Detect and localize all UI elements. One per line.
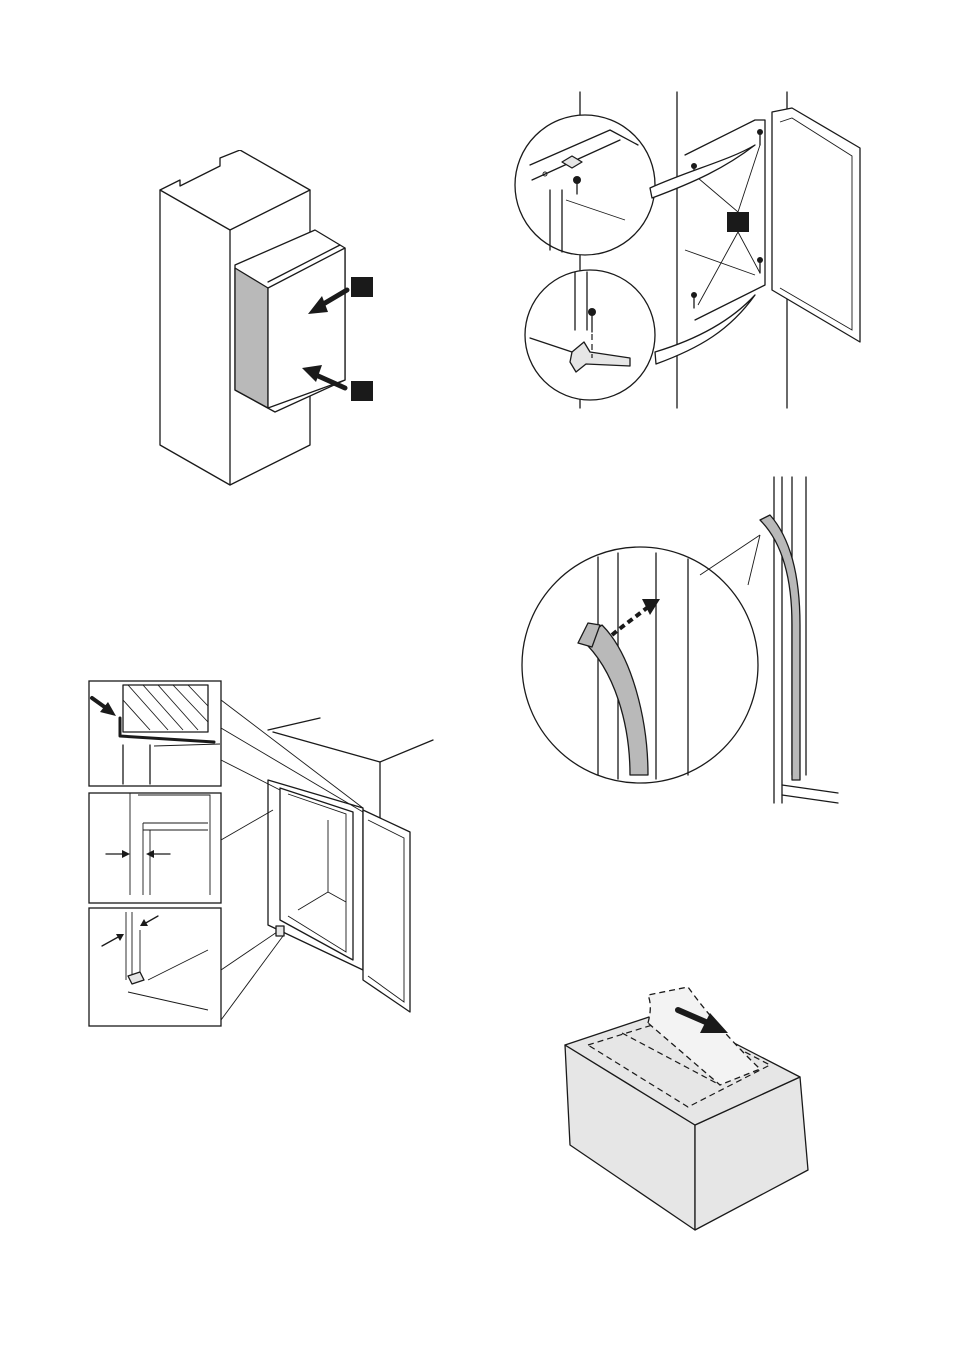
magnifier-circle [521, 546, 759, 784]
appliance-top-lip [267, 244, 341, 283]
door-inner-edge [367, 819, 405, 1003]
insert-appliance-drawing [159, 150, 373, 486]
appliance-inner [287, 793, 347, 953]
screw-icon [757, 129, 763, 146]
fig-screw-mounting [510, 90, 870, 410]
appliance-frame [279, 787, 354, 961]
detail-panel [88, 680, 222, 787]
screw-icon [573, 176, 581, 195]
appliance-front [267, 247, 346, 409]
appliance-shelf [684, 249, 756, 276]
push-arrow-icon [90, 696, 116, 716]
screw-icon [757, 257, 763, 274]
detail-panel [88, 907, 222, 1027]
magnifier-circle [514, 114, 656, 256]
callout-leader [697, 144, 761, 213]
screw-icon [691, 292, 697, 309]
seal-strip-drawing [521, 476, 839, 804]
dashed-arrow-icon [610, 599, 660, 637]
peel-arrow-icon [675, 1007, 728, 1033]
film-fold [621, 1032, 721, 1086]
seal-profile [581, 624, 649, 776]
detail-leader [220, 727, 364, 813]
hinge-icon [275, 925, 285, 937]
appliance-opening [684, 119, 766, 321]
frame-line [781, 794, 839, 804]
screw-icon [588, 308, 596, 333]
door-inner-edge [779, 117, 853, 331]
open-door [362, 809, 411, 1013]
box-top [564, 1009, 801, 1126]
latch-icon [561, 155, 583, 169]
cabinet-top-edge [229, 189, 311, 231]
door-alignment-drawing [88, 680, 434, 1027]
magnifier-circle [524, 269, 656, 401]
detail-leader [747, 534, 761, 586]
detail-leader [220, 929, 281, 971]
peel-film-drawing [564, 986, 809, 1231]
callout-box [351, 381, 373, 401]
detail-leader [220, 935, 284, 1021]
fig-seal-strip [520, 475, 850, 810]
screw-mounting-drawing [514, 91, 861, 409]
detail-leader [699, 534, 761, 576]
detail-leader [220, 759, 281, 791]
bracket-icon [569, 341, 631, 373]
frame-line [781, 784, 839, 794]
gap-arrows-icon [101, 915, 159, 947]
cabinet-top-edge [267, 717, 321, 731]
magnify-swoosh [654, 294, 756, 365]
fig-peel-film [560, 985, 820, 1235]
callout-leader [697, 231, 761, 306]
push-arrow-icon [308, 287, 350, 314]
film-outline [586, 1016, 772, 1108]
push-arrow-icon [302, 365, 348, 391]
detail-panel [88, 792, 222, 904]
callout-box [351, 277, 373, 297]
seal-profile [759, 514, 801, 781]
fig-insert-appliance [150, 150, 390, 495]
callout-box [727, 212, 749, 232]
appliance-side-panel [234, 267, 269, 409]
open-door [771, 107, 861, 343]
detail-leader [220, 809, 274, 841]
fig-door-alignment [88, 680, 440, 1030]
magnify-swoosh [649, 144, 756, 199]
detail-leader [220, 699, 364, 809]
gap-arrows-icon [105, 850, 171, 858]
